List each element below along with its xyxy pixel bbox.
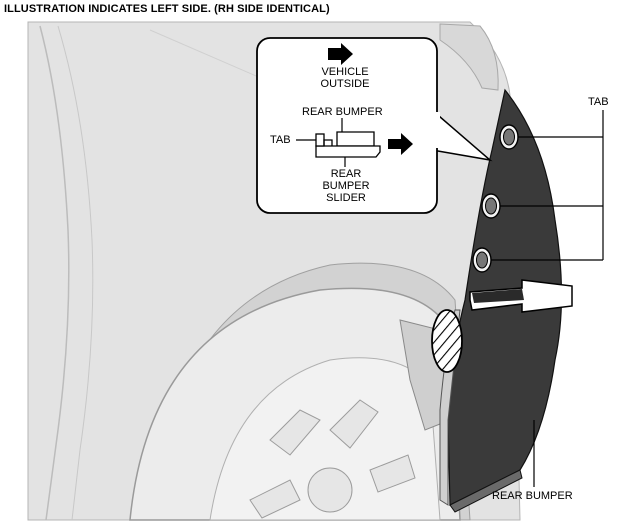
tab-hole — [472, 247, 492, 273]
body-contour-line — [57, 25, 94, 521]
tail-lamp-outline — [439, 23, 499, 91]
slider-label-line1: REAR — [330, 168, 362, 180]
inset-tab-label: TAB — [270, 134, 291, 146]
illustration-title: ILLUSTRATION INDICATES LEFT SIDE. (RH SI… — [4, 3, 330, 15]
vehicle-outside-arrow — [328, 43, 353, 65]
vehicle-outside-label-line1: VEHICLE — [321, 66, 369, 78]
rear-bumper-edge — [449, 469, 523, 513]
removal-direction-arrow-shadow — [472, 289, 524, 303]
rear-bumper-slider-label: REAR BUMPER SLIDER — [318, 168, 374, 204]
slider-label-line3: SLIDER — [326, 192, 366, 204]
vehicle-outside-label: VEHICLE OUTSIDE — [310, 66, 380, 90]
body-contour-line — [39, 25, 70, 521]
wheel-spokes — [249, 399, 416, 519]
tab-leader-lines — [491, 110, 604, 261]
tab-callout-label: TAB — [588, 96, 609, 108]
rear-bumper-callout-label: REAR BUMPER — [492, 490, 573, 502]
cross-section-detail — [315, 131, 381, 158]
tab-hole — [481, 193, 501, 219]
inset-rear-bumper-label: REAR BUMPER — [302, 106, 383, 118]
tab-hole — [499, 124, 519, 150]
hatched-clip-area — [431, 309, 463, 373]
vehicle-outside-label-line2: OUTSIDE — [320, 78, 370, 90]
slide-direction-arrow — [388, 133, 413, 155]
slider-label-line2: BUMPER — [322, 180, 370, 192]
